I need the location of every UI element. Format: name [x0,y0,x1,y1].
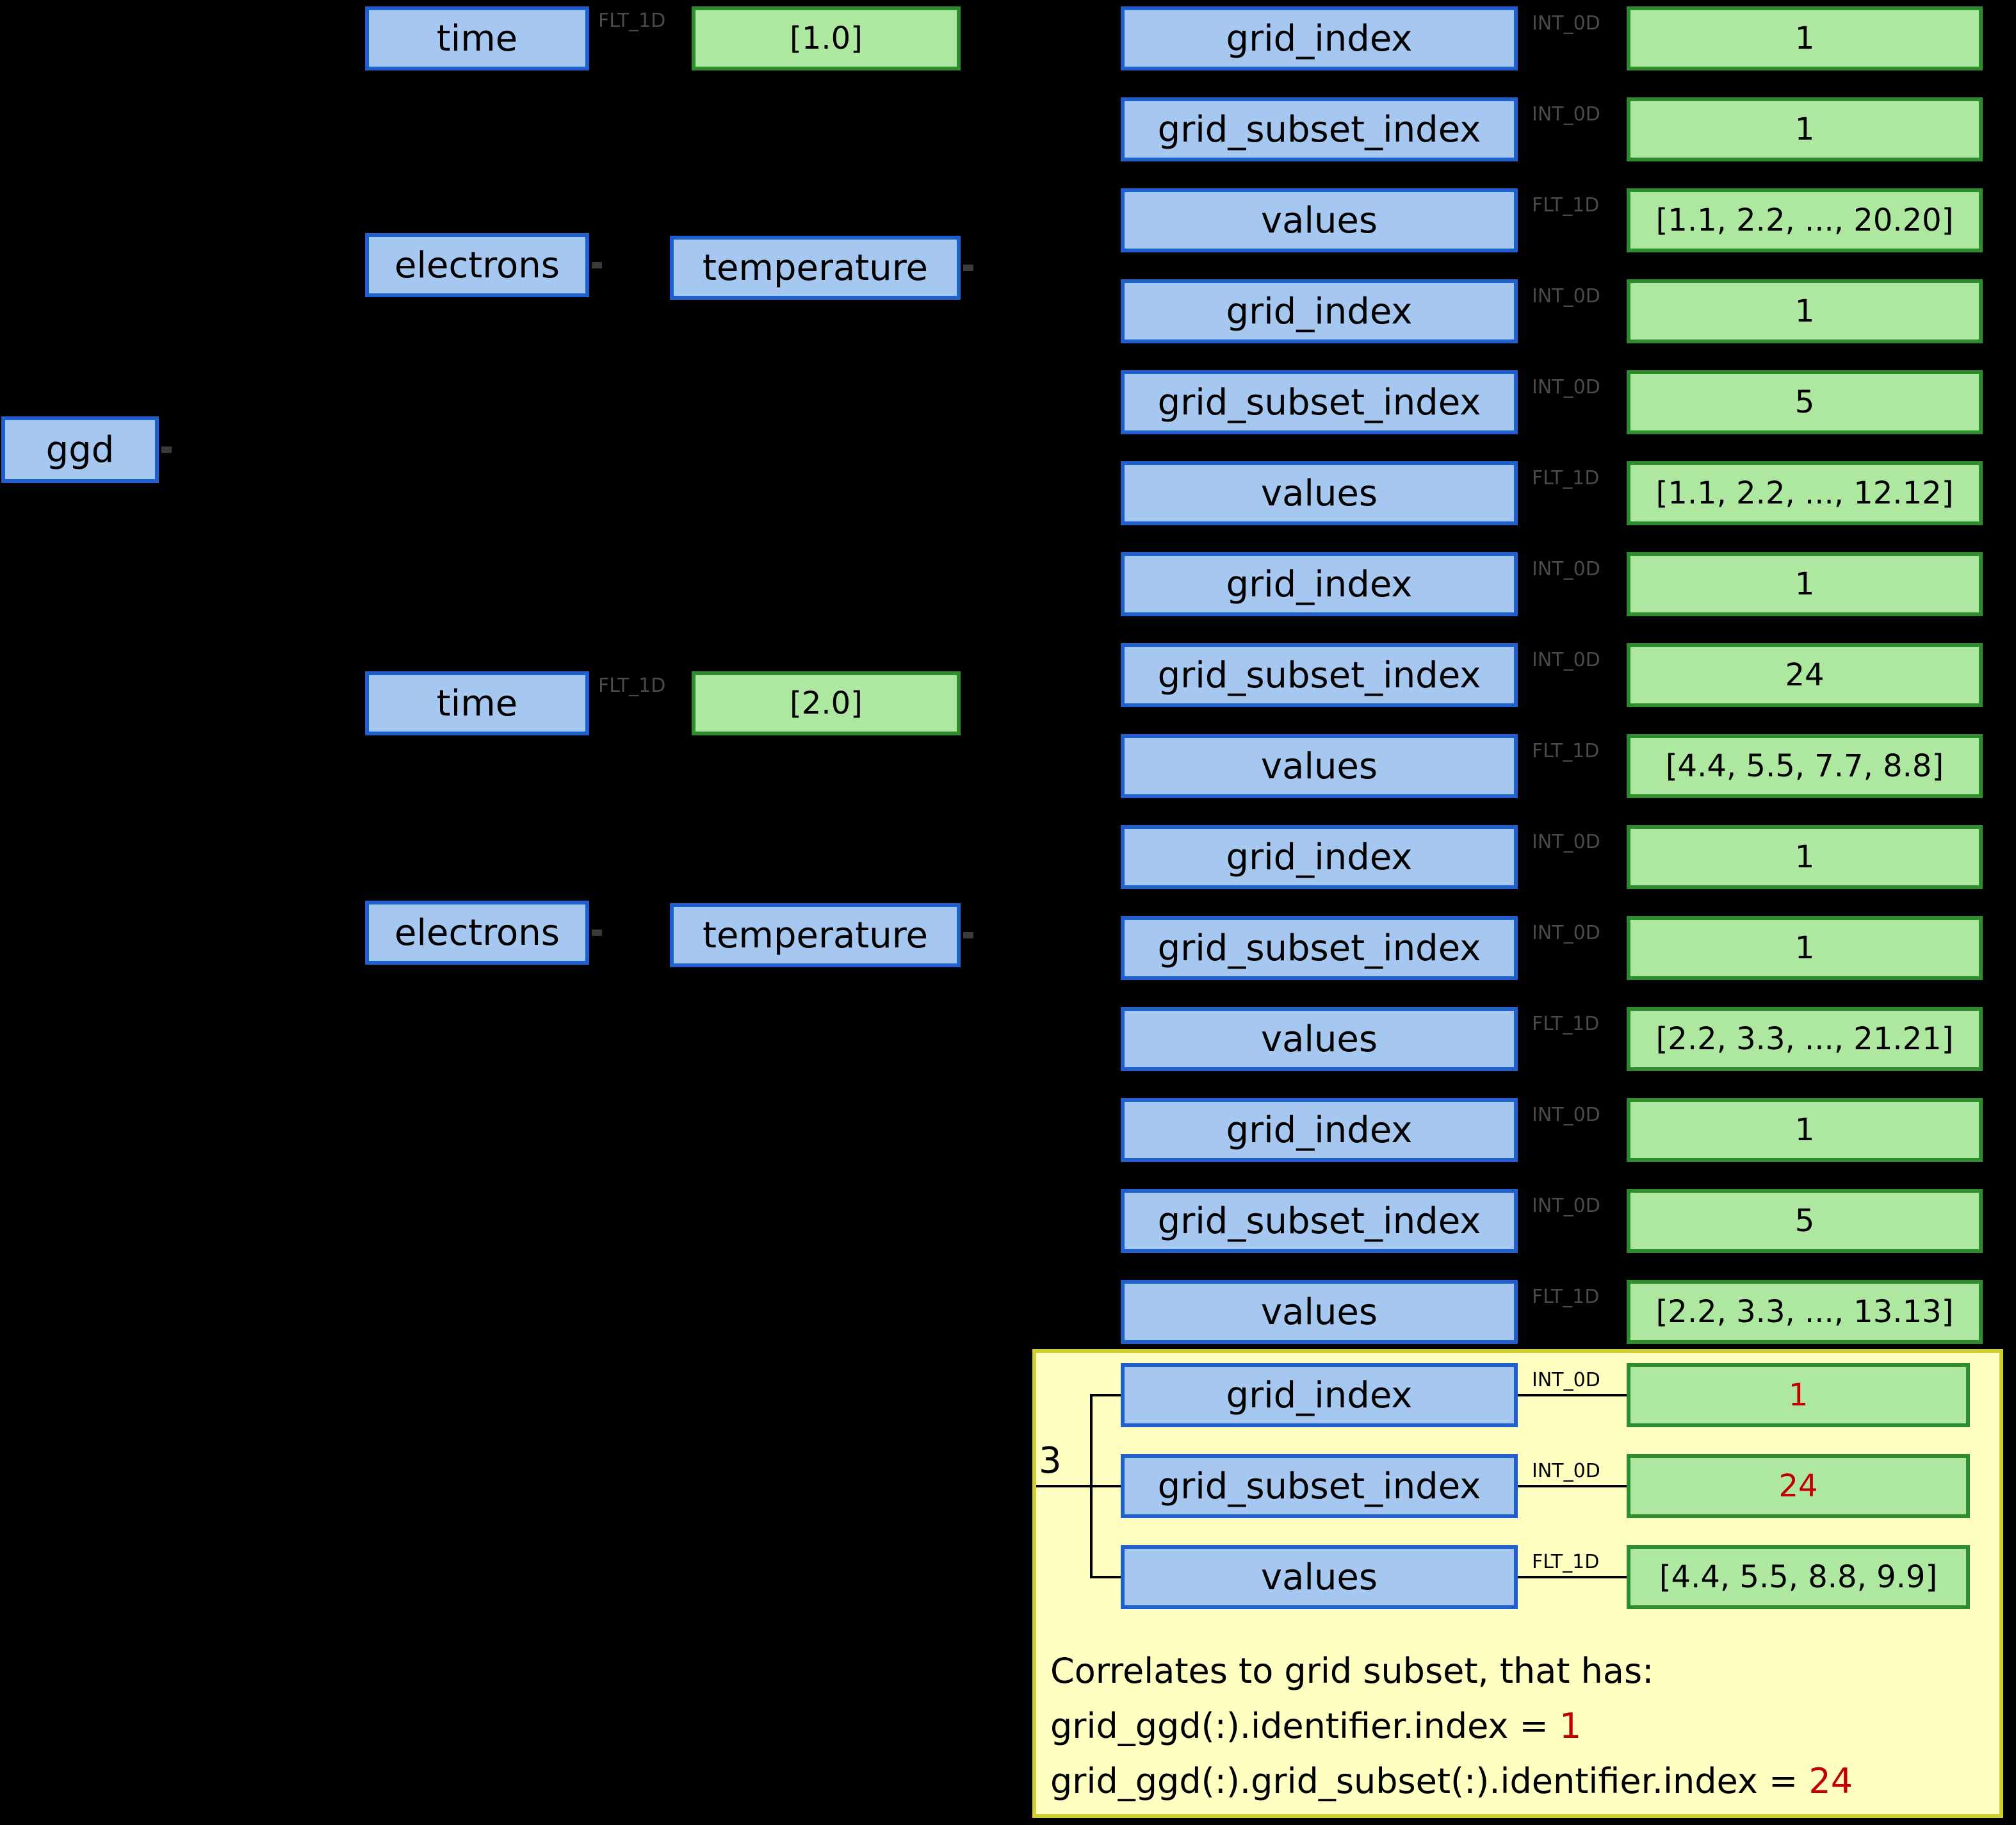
node-electrons-2: electrons [365,901,589,965]
node-grid-index: grid_index [1121,825,1518,889]
value-values: [1.1, 2.2, ..., 12.12] [1627,461,1983,525]
value-grid-index: 1 [1627,1098,1983,1162]
connector-line [1518,1576,1627,1578]
type-label: INT_0D [1532,285,1600,307]
node-grid-subset-index: grid_subset_index [1121,1454,1518,1518]
type-label: INT_0D [1532,12,1600,35]
node-temperature-2: temperature [670,903,961,967]
type-label: FLT_1D [1532,1013,1600,1035]
node-grid-index: grid_index [1121,6,1518,70]
note-text: grid_ggd(:).identifier.index = [1050,1706,1559,1746]
node-ggd: ggd [1,416,159,483]
value-values: [2.2, 3.3, ..., 21.21] [1627,1007,1983,1071]
type-label: INT_0D [1532,831,1600,853]
note-highlight-value: 24 [1809,1761,1853,1801]
value-time-2: [2.0] [692,671,961,735]
type-label: INT_0D [1532,376,1600,398]
node-values: values [1121,461,1518,525]
type-label: INT_0D [1532,922,1600,944]
value-grid-index: 1 [1627,825,1983,889]
type-label: FLT_1D [1532,740,1600,762]
type-label: FLT_1D [1532,467,1600,489]
note-line-2: grid_ggd(:).identifier.index = 1 [1050,1705,1581,1748]
node-grid-index: grid_index [1121,552,1518,616]
value-grid-index: 1 [1627,552,1983,616]
node-grid-subset-index: grid_subset_index [1121,1189,1518,1253]
connector-stub [161,446,172,453]
node-values: values [1121,1280,1518,1344]
value-values: [4.4, 5.5, 8.8, 9.9] [1627,1545,1970,1609]
node-grid-index: grid_index [1121,1363,1518,1427]
type-label: FLT_1D [598,10,666,32]
node-grid-subset-index: grid_subset_index [1121,916,1518,980]
type-label: FLT_1D [1532,1551,1600,1573]
value-values: [2.2, 3.3, ..., 13.13] [1627,1280,1983,1344]
type-label: INT_0D [1532,1195,1600,1217]
note-text: Correlates to grid subset, that has: [1050,1651,1654,1691]
node-grid-index: grid_index [1121,1098,1518,1162]
connector-stub [592,929,602,936]
node-time-1: time [365,6,589,70]
value-values: [1.1, 2.2, ..., 20.20] [1627,188,1983,252]
note-text: grid_ggd(:).grid_subset(:).identifier.in… [1050,1761,1809,1801]
value-grid-index: 1 [1627,6,1983,70]
node-electrons-1: electrons [365,233,589,297]
type-label: INT_0D [1532,1104,1600,1126]
connector-stub [963,932,973,938]
type-label: FLT_1D [1532,194,1600,217]
connector-stub [592,262,602,268]
type-label: INT_0D [1532,1460,1600,1482]
note-line-3: grid_ggd(:).grid_subset(:).identifier.in… [1050,1760,1853,1803]
type-label: INT_0D [1532,558,1600,580]
node-values: values [1121,188,1518,252]
type-label: FLT_1D [598,675,666,697]
node-values: values [1121,734,1518,798]
value-grid-subset-index: 1 [1627,916,1983,980]
value-grid-subset-index: 5 [1627,1189,1983,1253]
value-time-1: [1.0] [692,6,961,70]
connector-line [1518,1485,1627,1487]
node-grid-subset-index: grid_subset_index [1121,643,1518,707]
node-values: values [1121,1545,1518,1609]
value-grid-subset-index: 24 [1627,643,1983,707]
note-highlight-value: 1 [1559,1706,1582,1746]
value-grid-subset-index: 5 [1627,370,1983,434]
bracket-line [1090,1485,1121,1487]
bracket-line [1090,1576,1121,1578]
value-values: [4.4, 5.5, 7.7, 8.8] [1627,734,1983,798]
node-grid-index: grid_index [1121,279,1518,343]
node-grid-subset-index: grid_subset_index [1121,97,1518,161]
connector-line [1518,1394,1627,1396]
type-label: FLT_1D [1532,1286,1600,1308]
value-grid-index: 1 [1627,1363,1970,1427]
type-label: INT_0D [1532,649,1600,671]
type-label: INT_0D [1532,103,1600,126]
node-time-2: time [365,671,589,735]
node-values: values [1121,1007,1518,1071]
value-grid-subset-index: 1 [1627,97,1983,161]
value-grid-index: 1 [1627,279,1983,343]
node-temperature-1: temperature [670,236,961,300]
node-grid-subset-index: grid_subset_index [1121,370,1518,434]
bracket-line [1090,1394,1121,1396]
array-count-label: 3 [1039,1440,1062,1482]
note-line-1: Correlates to grid subset, that has: [1050,1649,1654,1693]
bracket-line [1036,1485,1090,1487]
connector-stub [963,265,973,271]
value-grid-subset-index: 24 [1627,1454,1970,1518]
type-label: INT_0D [1532,1369,1600,1391]
